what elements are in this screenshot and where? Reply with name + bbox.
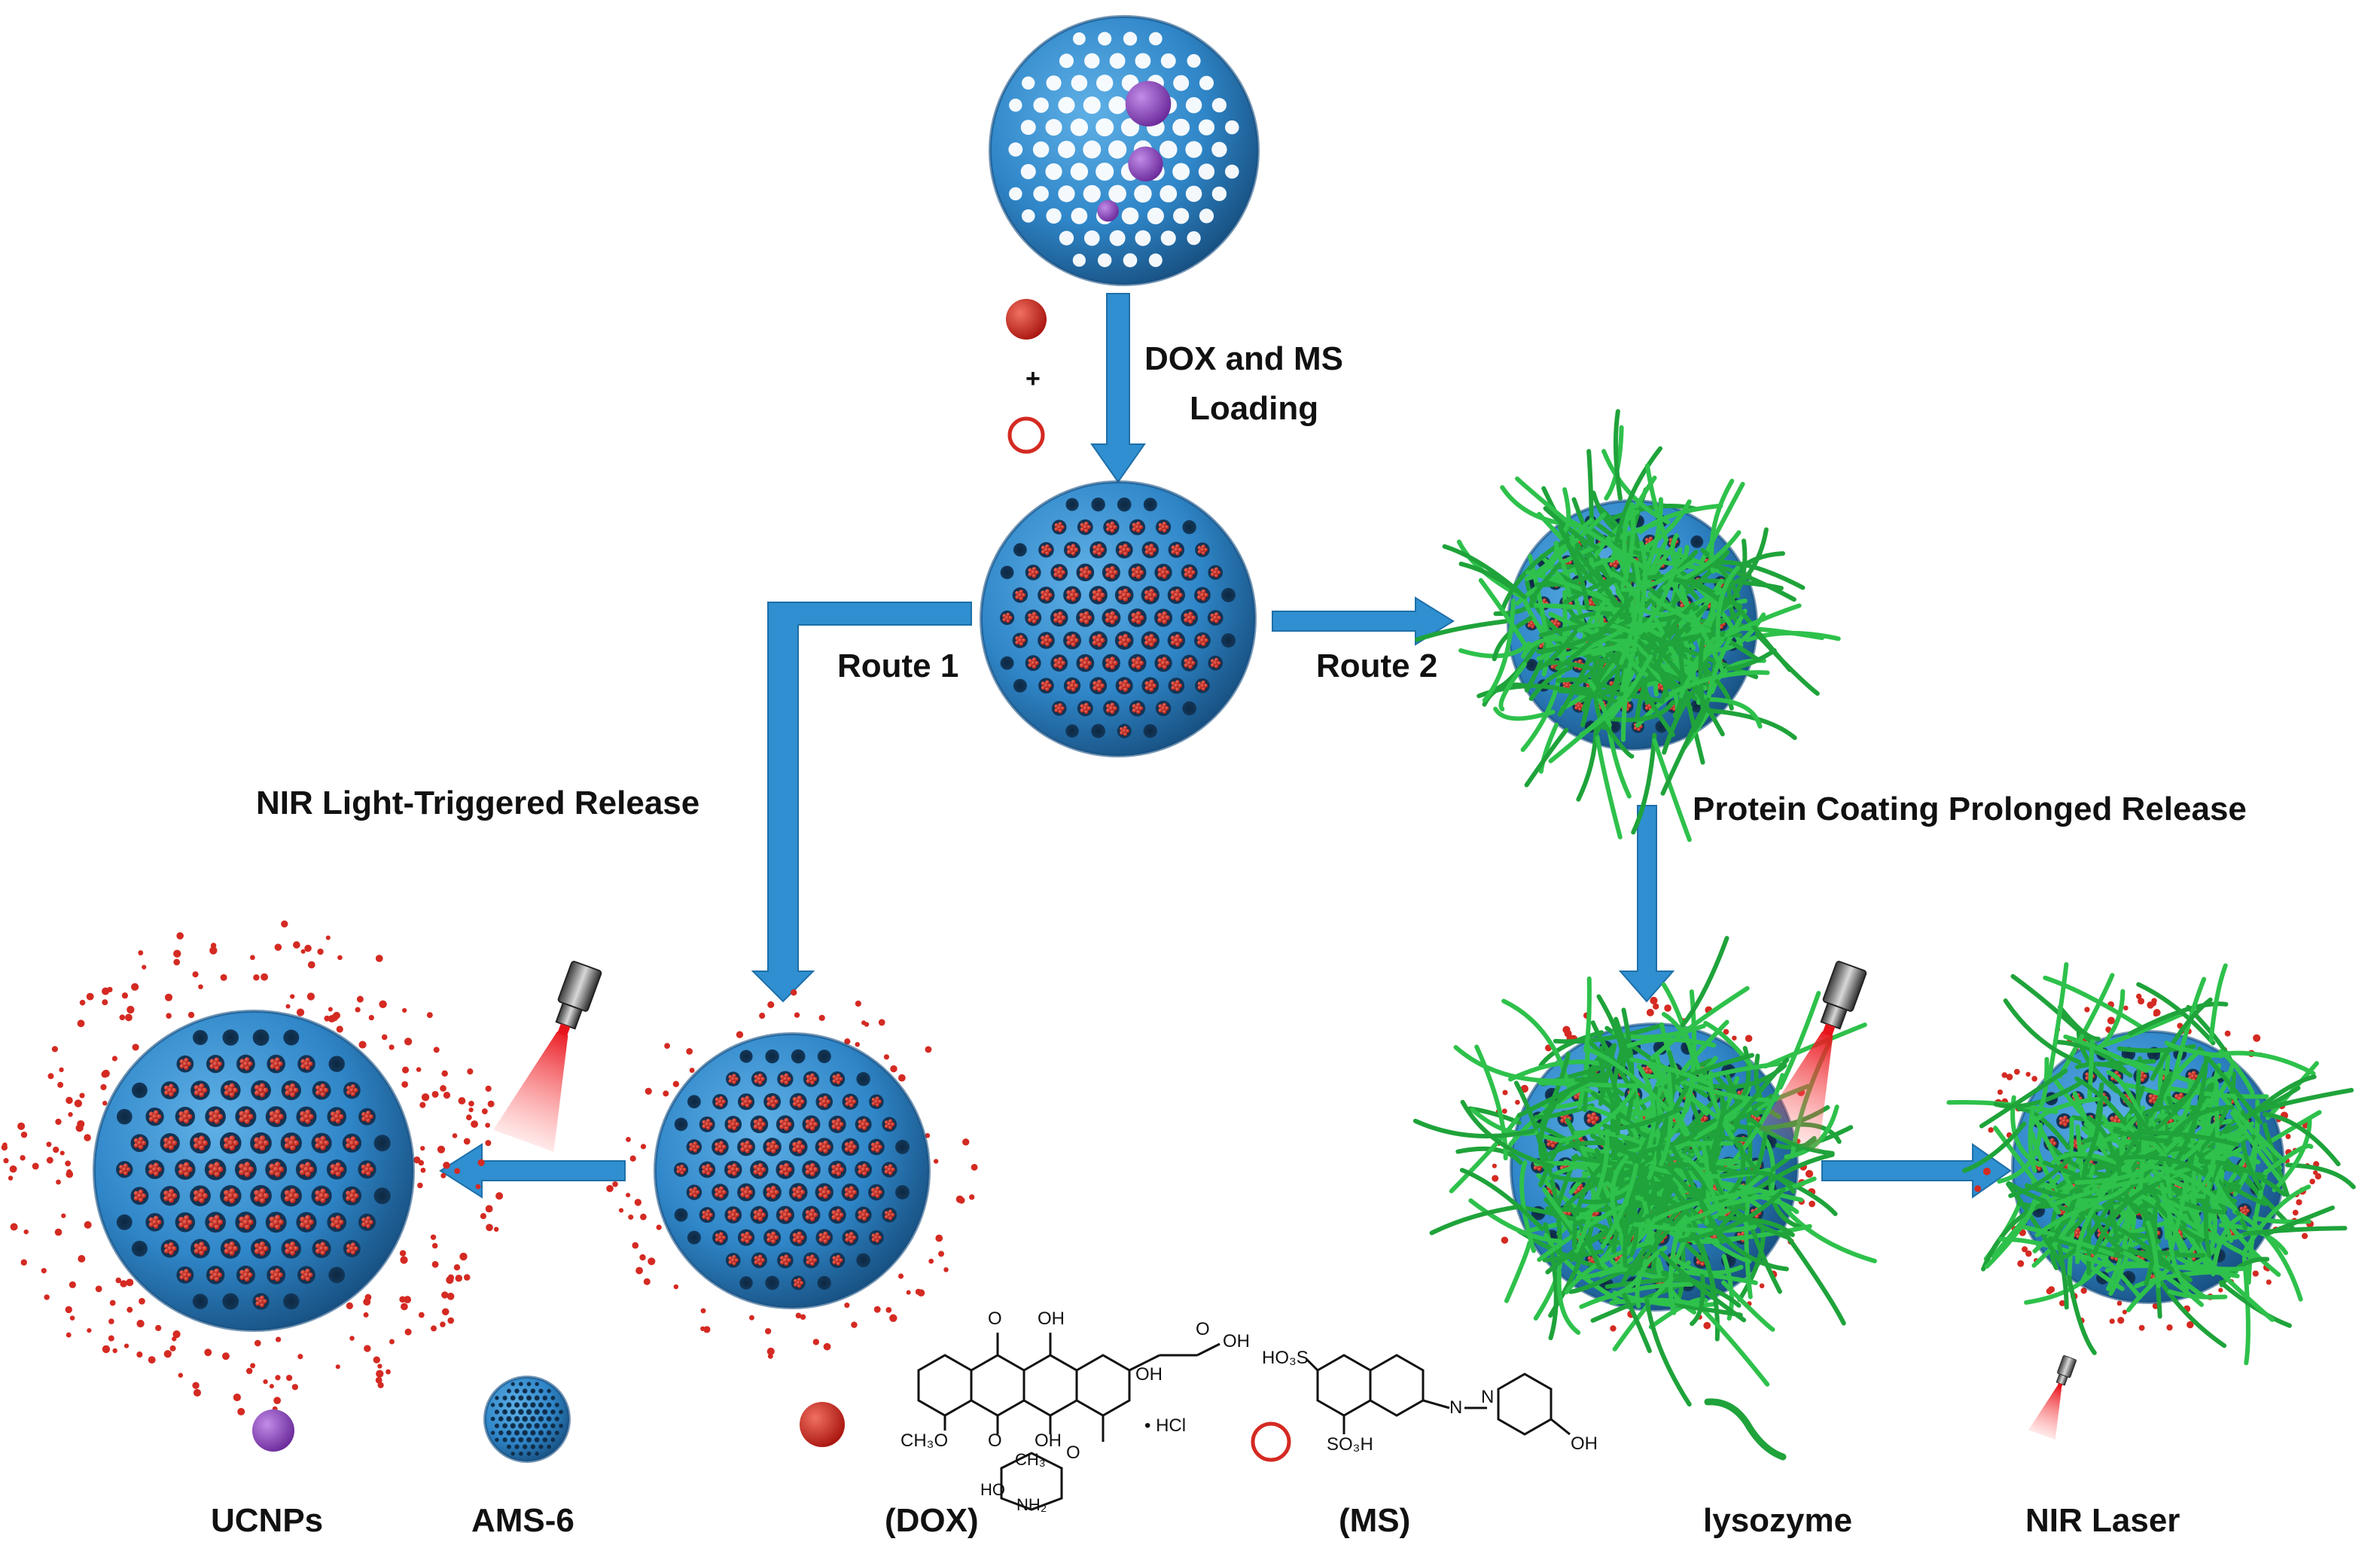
legend-ams6-label: AMS-6 bbox=[471, 1502, 574, 1539]
dox-oh-chain: OH bbox=[1223, 1331, 1250, 1351]
arrow-route-1 bbox=[751, 602, 972, 1003]
protein-coated-sphere-released bbox=[1946, 961, 2356, 1366]
dox-oh-ring: OH bbox=[1135, 1364, 1163, 1385]
legend-ms-icon bbox=[1251, 1421, 1291, 1462]
ms-oh: OH bbox=[1571, 1434, 1598, 1454]
nanoparticle-spheres bbox=[1, 15, 2356, 1463]
dox-och3: CH₃O bbox=[900, 1431, 949, 1451]
legend-lysozyme-icon bbox=[1704, 1398, 1787, 1461]
legend-dox-label: (DOX) bbox=[885, 1502, 979, 1539]
sphere-release-full bbox=[1, 920, 504, 1415]
loading-label-line1: DOX and MS bbox=[1144, 340, 1344, 377]
legend-dox-icon bbox=[800, 1402, 845, 1447]
route-2-label: Route 2 bbox=[1316, 648, 1438, 684]
legend-ms-label: (MS) bbox=[1339, 1502, 1411, 1539]
legend-ams6-icon bbox=[483, 1376, 571, 1463]
protein-release-label: Protein Coating Prolonged Release bbox=[1693, 791, 2247, 827]
dox-o-top1: O bbox=[988, 1309, 1002, 1329]
nir-laser-route-2 bbox=[1758, 961, 1867, 1152]
chemical-structures bbox=[917, 1333, 1571, 1511]
dox-o-bottom: O bbox=[988, 1431, 1002, 1451]
process-arrows bbox=[439, 293, 2012, 1199]
route-1-label: Route 1 bbox=[837, 648, 959, 684]
legend-nir-laser-label: NIR Laser bbox=[2025, 1502, 2180, 1539]
dox-structure bbox=[917, 1333, 1220, 1511]
protein-coated-sphere-bottom bbox=[1412, 936, 1877, 1407]
ms-so3-bottom: SO₃H bbox=[1327, 1434, 1373, 1455]
legend-ucnp-icon bbox=[252, 1409, 294, 1452]
legend-ucnps-label: UCNPs bbox=[211, 1502, 324, 1539]
dox-loaded-sphere bbox=[980, 480, 1257, 757]
dox-o-sugar: O bbox=[1066, 1443, 1080, 1463]
plus-sign: + bbox=[1025, 364, 1041, 393]
nir-release-label: NIR Light-Triggered Release bbox=[256, 785, 700, 821]
arrow-nir-release bbox=[439, 1143, 626, 1199]
dox-molecule-icon bbox=[1006, 299, 1047, 340]
dox-hcl: • HCl bbox=[1144, 1415, 1187, 1436]
arrow-loading bbox=[1090, 293, 1146, 483]
dox-nh2: NH₂ bbox=[1016, 1495, 1047, 1514]
arrow-protein-nir bbox=[1821, 1143, 2012, 1199]
legend-nir-laser-icon bbox=[2028, 1355, 2077, 1440]
ms-n2: N bbox=[1481, 1387, 1495, 1407]
ms-molecule-icon bbox=[1007, 416, 1045, 454]
dox-o-side: O bbox=[1196, 1319, 1210, 1339]
nir-lasers bbox=[493, 961, 2077, 1440]
nir-laser-route-1 bbox=[493, 961, 602, 1152]
ms-so3-top: HO₃S bbox=[1262, 1348, 1309, 1368]
legend-lysozyme-label: lysozyme bbox=[1703, 1502, 1853, 1539]
arrow-protein-down bbox=[1618, 805, 1675, 1003]
dox-ho: HO bbox=[980, 1480, 1005, 1499]
dox-ch3: CH₃ bbox=[1015, 1450, 1046, 1469]
dox-oh-bottom: OH bbox=[1035, 1431, 1062, 1451]
ms-n1: N bbox=[1449, 1397, 1463, 1418]
protein-coated-sphere-top bbox=[1415, 409, 1841, 843]
dox-oh-top: OH bbox=[1038, 1309, 1065, 1329]
sphere-release-start bbox=[606, 989, 978, 1359]
ms-structure bbox=[1305, 1354, 1571, 1436]
ams6-with-ucnps-sphere bbox=[989, 15, 1260, 286]
loading-label-line2: Loading bbox=[1190, 390, 1319, 427]
